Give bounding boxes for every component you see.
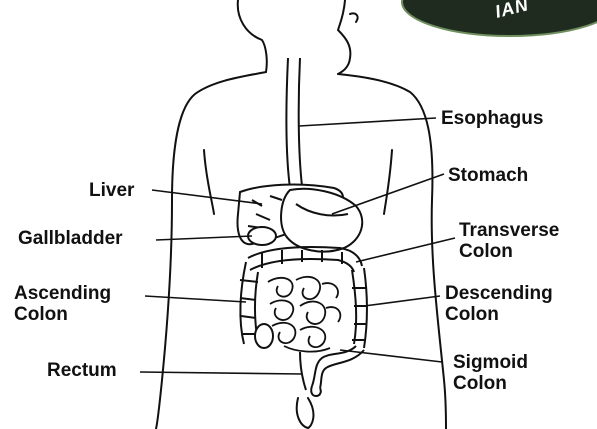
ascending-colon-leader — [145, 296, 246, 302]
label-rectum: Rectum — [47, 360, 117, 381]
gallbladder-leader — [156, 236, 252, 240]
label-descending-colon-line2: Colon — [445, 304, 553, 325]
stomach-leader — [332, 174, 444, 214]
transverse-colon-organ — [248, 247, 362, 272]
label-descending-colon: Descending Colon — [445, 283, 553, 325]
stomach-organ — [281, 189, 362, 252]
esophagus-organ — [286, 58, 302, 188]
descending-colon-organ — [352, 268, 368, 348]
label-esophagus: Esophagus — [441, 108, 543, 129]
label-sigmoid-colon: Sigmoid Colon — [453, 352, 528, 394]
label-descending-colon-line1: Descending — [445, 283, 553, 304]
label-ascending-colon: Ascending Colon — [14, 283, 111, 325]
label-sigmoid-colon-line2: Colon — [453, 373, 528, 394]
label-ascending-colon-line1: Ascending — [14, 283, 111, 304]
label-ascending-colon-line2: Colon — [14, 304, 111, 325]
sigmoid-rectum-organ — [300, 346, 364, 396]
label-sigmoid-colon-line1: Sigmoid — [453, 352, 528, 373]
transverse-colon-leader — [356, 238, 455, 262]
descending-colon-leader — [364, 296, 440, 306]
label-transverse-colon: Transverse Colon — [459, 220, 559, 262]
gallbladder-organ — [248, 227, 276, 245]
rectum-leader — [140, 372, 302, 374]
label-gallbladder: Gallbladder — [18, 228, 123, 249]
label-stomach: Stomach — [448, 165, 528, 186]
esophagus-leader — [299, 118, 436, 126]
label-transverse-colon-line2: Colon — [459, 241, 559, 262]
label-liver: Liver — [89, 180, 134, 201]
ascending-colon-organ — [240, 262, 273, 348]
sigmoid-colon-leader — [340, 350, 442, 362]
label-transverse-colon-line1: Transverse — [459, 220, 559, 241]
small-intestine-organ — [268, 277, 340, 352]
